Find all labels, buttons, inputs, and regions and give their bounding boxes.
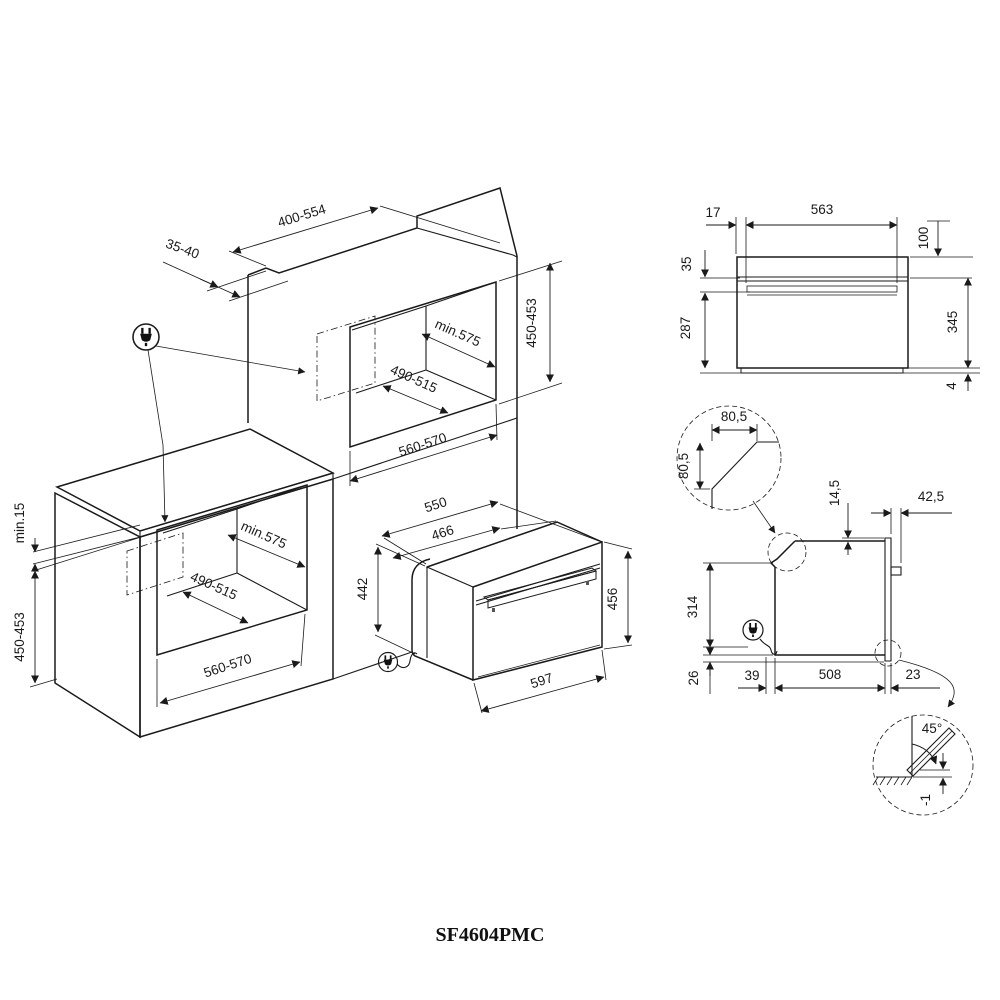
view-base-installation: min.15 450-453 min.575 490-515 560-570 — [12, 428, 335, 739]
oven-base-line — [477, 644, 601, 678]
column-socket-zone — [316, 315, 376, 402]
front-trim-lines — [737, 276, 908, 282]
corner-door-bar — [906, 727, 956, 777]
front-body — [736, 256, 909, 369]
dim-base-worktop-clearance: min.15 — [12, 503, 27, 544]
side-plug-icon — [742, 619, 764, 641]
dim-column-front-gap: 35-40 — [164, 236, 202, 262]
dim-front-width-inner: 563 — [811, 202, 834, 217]
dim-front-top-clearance: 100 — [916, 227, 931, 250]
leader-to-corner-detail — [898, 659, 955, 708]
dim-front-trim-height: 35 — [679, 256, 694, 271]
dim-corner-door-drop: -1 — [918, 794, 933, 806]
dim-side-cable-zone: 39 — [744, 668, 759, 683]
oven-front-face — [472, 540, 603, 681]
dim-base-niche-depth: min.575 — [239, 518, 289, 551]
dim-side-body-depth: 508 — [819, 667, 842, 682]
dim-corner-door-angle: 45° — [922, 721, 942, 736]
dim-side-chamfer-height: 80,5 — [676, 453, 691, 479]
chamfer-detail: 80,5 80,5 — [676, 405, 782, 534]
power-plug-icon — [132, 323, 306, 523]
side-door — [884, 537, 892, 662]
dim-oven-height-front: 456 — [605, 588, 620, 611]
view-front: 17 563 100 35 287 345 4 — [678, 202, 980, 391]
dim-front-side-offset: 17 — [705, 205, 720, 220]
dim-oven-height-body: 442 — [355, 578, 370, 601]
dim-front-right-height: 345 — [945, 311, 960, 334]
model-number-label: SF4604PMC — [436, 924, 545, 946]
dim-base-niche-width: 560-570 — [202, 651, 254, 681]
side-body-outline — [769, 540, 885, 656]
dim-side-top-inset: 14,5 — [827, 480, 842, 506]
dim-side-door-thickness: 23 — [905, 667, 920, 682]
oven-power-cable — [396, 652, 418, 669]
oven-handle-bar — [487, 570, 597, 609]
floor-hatching — [872, 776, 913, 786]
dim-base-niche-height: 450-453 — [12, 612, 27, 662]
oven-plug-icon — [377, 651, 399, 673]
side-chamfer-detail-circle — [767, 532, 807, 572]
side-hinge-detail-circle — [874, 639, 902, 667]
side-power-cable — [759, 638, 778, 655]
dim-side-bottom-clearance: 26 — [686, 670, 701, 685]
base-socket-zone — [126, 532, 184, 596]
dim-column-niche-height: 450-453 — [524, 298, 539, 348]
view-corner-detail: 45° -1 — [872, 714, 974, 816]
side-handle — [890, 566, 902, 576]
column-floor-edge — [332, 651, 413, 680]
dim-front-base-height: 4 — [944, 382, 959, 390]
dim-oven-depth-body: 466 — [430, 522, 456, 543]
dim-front-lower-height: 287 — [678, 317, 693, 340]
dim-oven-depth-total: 550 — [423, 494, 449, 515]
front-base-strip — [740, 367, 904, 374]
corner-wall-floor — [876, 716, 913, 778]
base-left-side — [54, 491, 141, 739]
dim-side-handle-depth: 42,5 — [918, 489, 944, 504]
oven-silhouette — [412, 522, 602, 680]
dim-side-back-height: 314 — [685, 595, 700, 618]
view-oven-isometric: 550 466 442 456 597 — [355, 494, 633, 714]
view-side: 80,5 80,5 14,5 42,5 314 26 39 508 23 — [676, 405, 955, 708]
dim-oven-width-front: 597 — [529, 670, 555, 691]
corner-detail-circle — [872, 714, 974, 816]
column-top-ridge — [416, 227, 518, 258]
dim-side-chamfer-width: 80,5 — [721, 409, 747, 424]
front-handle-band — [746, 285, 898, 293]
